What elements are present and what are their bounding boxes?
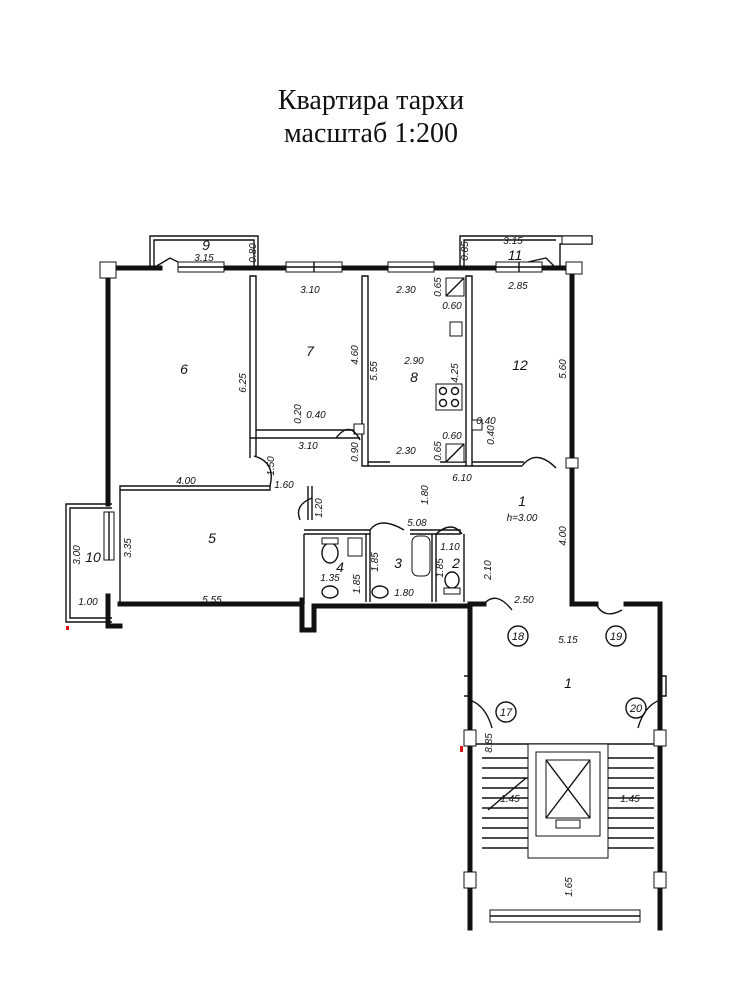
edge-ticks xyxy=(66,626,463,752)
room-label-6: 6 xyxy=(180,361,188,377)
dim-stair-right: 1.45 xyxy=(620,794,640,805)
dim-110: 1.10 xyxy=(440,542,460,553)
room-label-9: 9 xyxy=(202,237,210,253)
dim-balcony-9-length: 3.15 xyxy=(194,253,214,264)
dim-balcony-9-width: 0.80 xyxy=(248,243,259,263)
dim-885: 8.85 xyxy=(484,733,495,753)
door-markers xyxy=(495,625,647,723)
dim-room4-width: 1.35 xyxy=(320,573,340,584)
dim-room8-bottom: 2.30 xyxy=(395,446,416,457)
dim-room4-height: 1.85 xyxy=(352,574,363,594)
room-label-10: 10 xyxy=(85,549,101,565)
dim-room8-column: 0.60 xyxy=(442,301,462,312)
dim-balcony-11-length: 3.15 xyxy=(503,236,523,247)
dimension-labels: 3.15 0.80 3.15 0.85 3.10 2.30 0.65 0.60 … xyxy=(72,236,640,897)
dim-room10-window: 3.35 xyxy=(123,538,134,558)
dim-250: 2.50 xyxy=(513,595,534,606)
dim-180: 1.80 xyxy=(420,485,431,505)
marker-19-circle xyxy=(605,625,627,647)
dim-room8-width: 2.90 xyxy=(403,356,424,367)
dim-room12-corner-a: 0.40 xyxy=(476,416,496,427)
dim-room10-height: 3.00 xyxy=(72,545,83,565)
dim-room7-corner-a: 0.20 xyxy=(293,404,304,424)
dim-room1-height: 4.00 xyxy=(558,526,569,546)
dim-room7-bottom: 3.10 xyxy=(298,441,318,452)
room-label-3: 3 xyxy=(394,555,402,571)
room-label-11: 11 xyxy=(508,247,523,263)
dim-120: 1.20 xyxy=(314,498,325,518)
dim-room8-mid: 4.25 xyxy=(450,363,461,383)
dim-508: 5.08 xyxy=(407,518,427,529)
marker-17: 17 xyxy=(500,707,513,719)
dim-room2-height: 1.85 xyxy=(435,558,446,578)
dim-room3-height: 1.85 xyxy=(370,552,381,572)
dim-room12-corner-b: 0.40 xyxy=(486,425,497,445)
window-balcony-10 xyxy=(103,511,115,561)
dim-door-090: 0.90 xyxy=(350,442,361,462)
dim-room5-bottom: 5.55 xyxy=(202,595,222,606)
dim-room6-height: 6.25 xyxy=(238,373,249,393)
plan-title: Квартира тархи масштаб 1:200 xyxy=(0,84,742,150)
marker-17-circle xyxy=(495,701,517,723)
dim-room3-width: 1.80 xyxy=(394,588,414,599)
room-labels: 9 11 6 7 8 12 1 h=3.00 5 10 4 3 2 1 xyxy=(85,237,572,691)
room-label-1: 1 xyxy=(518,493,526,509)
dim-room8-height: 5.55 xyxy=(369,361,380,381)
room-label-12: 12 xyxy=(512,357,528,373)
marker-18: 18 xyxy=(512,631,525,643)
room-label-7: 7 xyxy=(306,343,315,359)
stairwell xyxy=(463,601,667,931)
dim-room7-top: 3.10 xyxy=(300,285,320,296)
dim-room8-bottom-column: 0.60 xyxy=(442,431,462,442)
dim-room12-top: 2.85 xyxy=(507,281,528,292)
dim-room7-corner-b: 0.40 xyxy=(306,410,326,421)
interior-walls xyxy=(119,275,579,604)
title-line-2: масштаб 1:200 xyxy=(284,118,458,149)
dim-210: 2.10 xyxy=(483,560,494,581)
room-label-1-hall: 1 xyxy=(564,675,572,691)
dim-balcony-11-width: 0.85 xyxy=(460,241,471,261)
balcony-10 xyxy=(65,503,112,623)
title-line-1: Квартира тархи xyxy=(277,85,465,116)
room-label-5: 5 xyxy=(208,530,216,546)
doors xyxy=(253,428,623,615)
room-label-2: 2 xyxy=(451,555,460,571)
dim-room12-height: 5.60 xyxy=(558,359,569,379)
marker-18-circle xyxy=(507,625,529,647)
dim-room7-height: 4.60 xyxy=(350,345,361,365)
marker-20: 20 xyxy=(629,703,643,715)
room-label-4: 4 xyxy=(336,559,344,575)
balcony-9 xyxy=(149,235,259,268)
dim-150: 1.50 xyxy=(266,456,277,476)
dim-room8-bottom-wall: 0.65 xyxy=(433,441,444,461)
exterior-walls xyxy=(99,235,663,643)
sanitary-fixtures xyxy=(321,535,461,599)
kitchen-fixtures xyxy=(435,277,465,463)
dim-165: 1.65 xyxy=(564,877,575,897)
dim-stair-left: 1.45 xyxy=(500,794,520,805)
dim-160: 1.60 xyxy=(274,480,294,491)
marker-20-circle xyxy=(625,697,647,719)
marker-labels: 18 19 17 20 xyxy=(500,631,643,719)
room-label-8: 8 xyxy=(410,369,418,385)
windows-top xyxy=(149,257,559,273)
dim-515: 5.15 xyxy=(558,635,578,646)
dim-room6-bottom: 4.00 xyxy=(176,476,196,487)
room-1-height: h=3.00 xyxy=(507,513,538,524)
dim-room8-wall: 0.65 xyxy=(433,277,444,297)
marker-19: 19 xyxy=(610,631,622,643)
dim-room10-bottom: 1.00 xyxy=(78,597,98,608)
dim-610: 6.10 xyxy=(452,473,472,484)
dim-room8-top: 2.30 xyxy=(395,285,416,296)
